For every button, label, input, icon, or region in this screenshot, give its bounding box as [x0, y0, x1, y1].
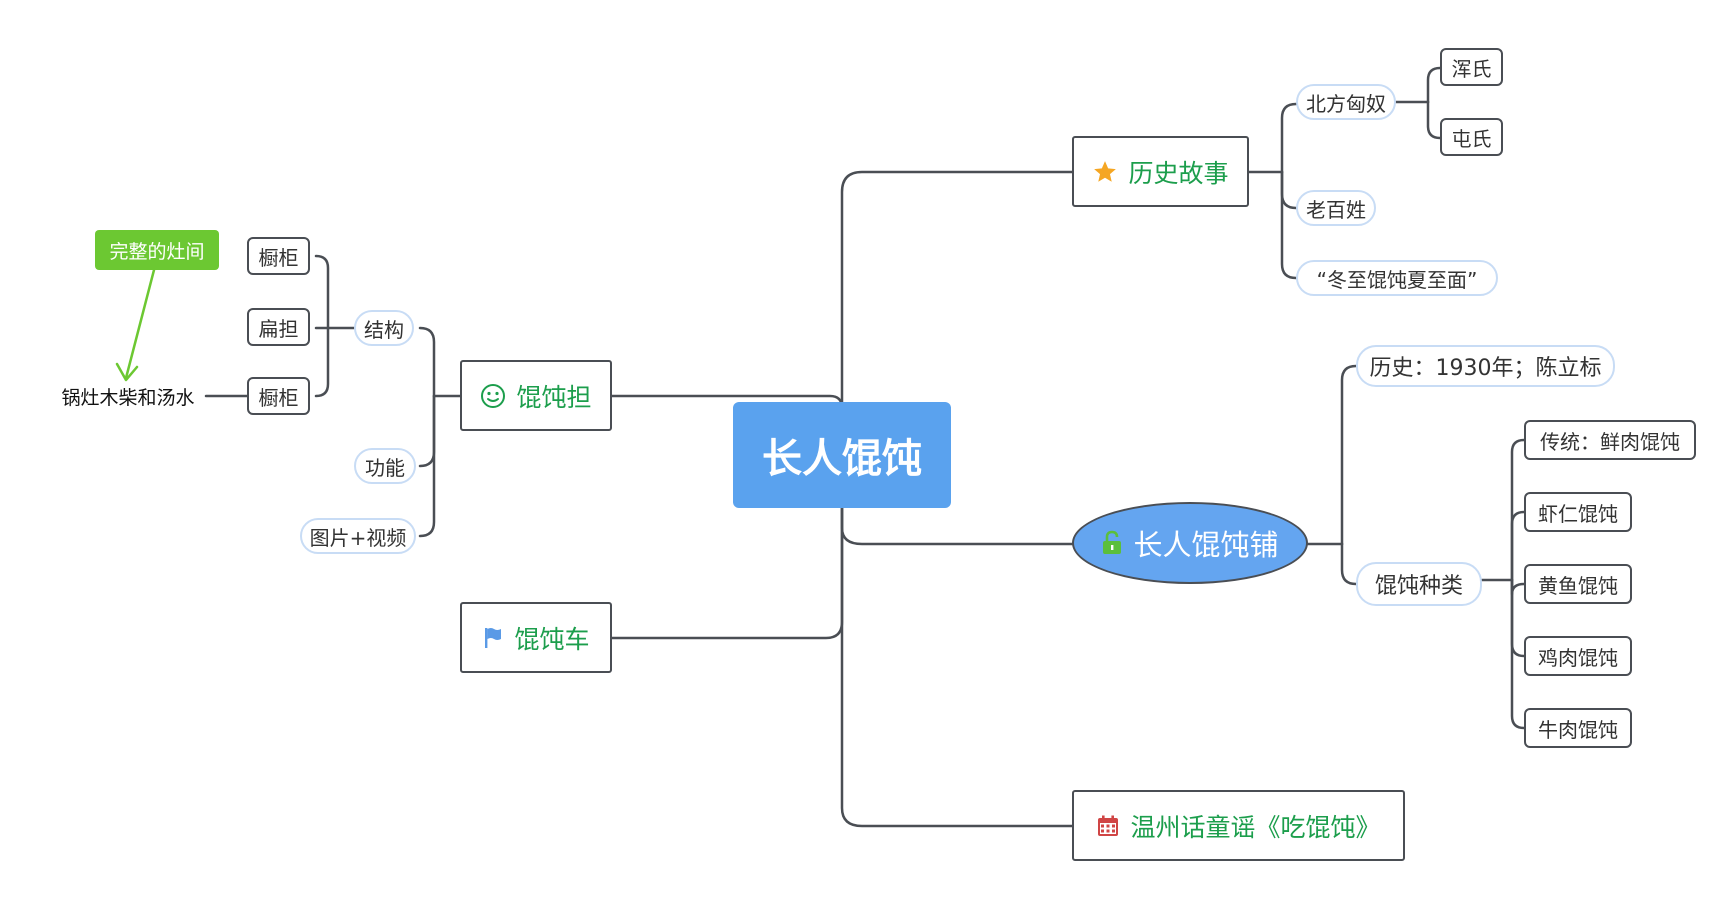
huangyu-node[interactable]: 黄鱼馄饨 — [1524, 564, 1632, 604]
shop-label: 长人馄饨铺 — [1133, 528, 1279, 562]
history-label: 历史故事 — [1128, 158, 1229, 188]
tun-node[interactable]: 屯氏 — [1440, 118, 1503, 156]
tupian-node[interactable]: 图片+视频 — [300, 518, 416, 554]
jirou-node[interactable]: 鸡肉馄饨 — [1524, 636, 1632, 676]
jirou-label: 鸡肉馄饨 — [1538, 645, 1618, 670]
biandan-node[interactable]: 扁担 — [247, 308, 310, 346]
huangyu-label: 黄鱼馄饨 — [1538, 573, 1618, 598]
hun-label: 浑氏 — [1451, 56, 1492, 81]
callout-label[interactable]: 完整的灶间 — [95, 230, 219, 270]
biandan-label: 扁担 — [258, 316, 299, 341]
root-label: 长人馄饨 — [762, 436, 922, 482]
flag-icon — [482, 626, 504, 650]
chugui-top-label: 橱柜 — [258, 245, 299, 270]
dan-label: 馄饨担 — [516, 382, 592, 412]
zhonglei-node[interactable]: 馄饨种类 — [1356, 562, 1482, 606]
smiley-icon — [480, 383, 506, 409]
beifang-label: 北方匈奴 — [1306, 91, 1386, 116]
lishi-node[interactable]: 历史：1930年；陈立标 — [1356, 345, 1615, 387]
tupian-label: 图片+视频 — [309, 525, 407, 550]
chugui-bottom-node[interactable]: 橱柜 — [247, 377, 310, 415]
dongzhi-node[interactable]: “冬至馄饨夏至面” — [1296, 260, 1498, 296]
che-label: 馄饨车 — [514, 624, 590, 654]
niurou-node[interactable]: 牛肉馄饨 — [1524, 708, 1632, 748]
star-icon — [1092, 159, 1118, 185]
xiaren-node[interactable]: 虾仁馄饨 — [1524, 492, 1632, 532]
chugui-bottom-label: 橱柜 — [258, 385, 299, 410]
song-label: 温州话童谣《吃馄饨》 — [1130, 812, 1381, 842]
laobaixing-node[interactable]: 老百姓 — [1296, 190, 1376, 226]
beifang-node[interactable]: 北方匈奴 — [1296, 84, 1396, 120]
jiegou-label: 结构 — [364, 317, 404, 342]
chuantong-node[interactable]: 传统：鲜肉馄饨 — [1524, 420, 1696, 460]
chugui-top-node[interactable]: 橱柜 — [247, 237, 310, 275]
niurou-label: 牛肉馄饨 — [1538, 717, 1618, 742]
dongzhi-label: “冬至馄饨夏至面” — [1316, 267, 1478, 292]
jiegou-node[interactable]: 结构 — [354, 310, 414, 346]
unlock-icon — [1101, 530, 1123, 556]
gongneng-node[interactable]: 功能 — [354, 448, 416, 484]
chuantong-label: 传统：鲜肉馄饨 — [1540, 429, 1680, 454]
che-node[interactable]: 馄饨车 — [460, 602, 612, 673]
dan-node[interactable]: 馄饨担 — [460, 360, 612, 431]
floating-note-text: 锅灶木柴和汤水 — [61, 386, 195, 409]
lishi-label: 历史：1930年；陈立标 — [1369, 356, 1602, 381]
zhonglei-label: 馄饨种类 — [1374, 574, 1463, 599]
root-node[interactable]: 长人馄饨 — [733, 402, 951, 508]
callout-text: 完整的灶间 — [109, 240, 205, 263]
laobaixing-label: 老百姓 — [1306, 197, 1366, 222]
history-node[interactable]: 历史故事 — [1072, 136, 1249, 207]
xiaren-label: 虾仁馄饨 — [1538, 501, 1618, 526]
calendar-icon — [1096, 814, 1120, 838]
shop-node[interactable]: 长人馄饨铺 — [1072, 502, 1308, 584]
tun-label: 屯氏 — [1451, 126, 1492, 151]
gongneng-label: 功能 — [365, 455, 405, 480]
song-node[interactable]: 温州话童谣《吃馄饨》 — [1072, 790, 1405, 861]
floating-note[interactable]: 锅灶木柴和汤水 — [52, 382, 204, 410]
hun-node[interactable]: 浑氏 — [1440, 48, 1503, 86]
